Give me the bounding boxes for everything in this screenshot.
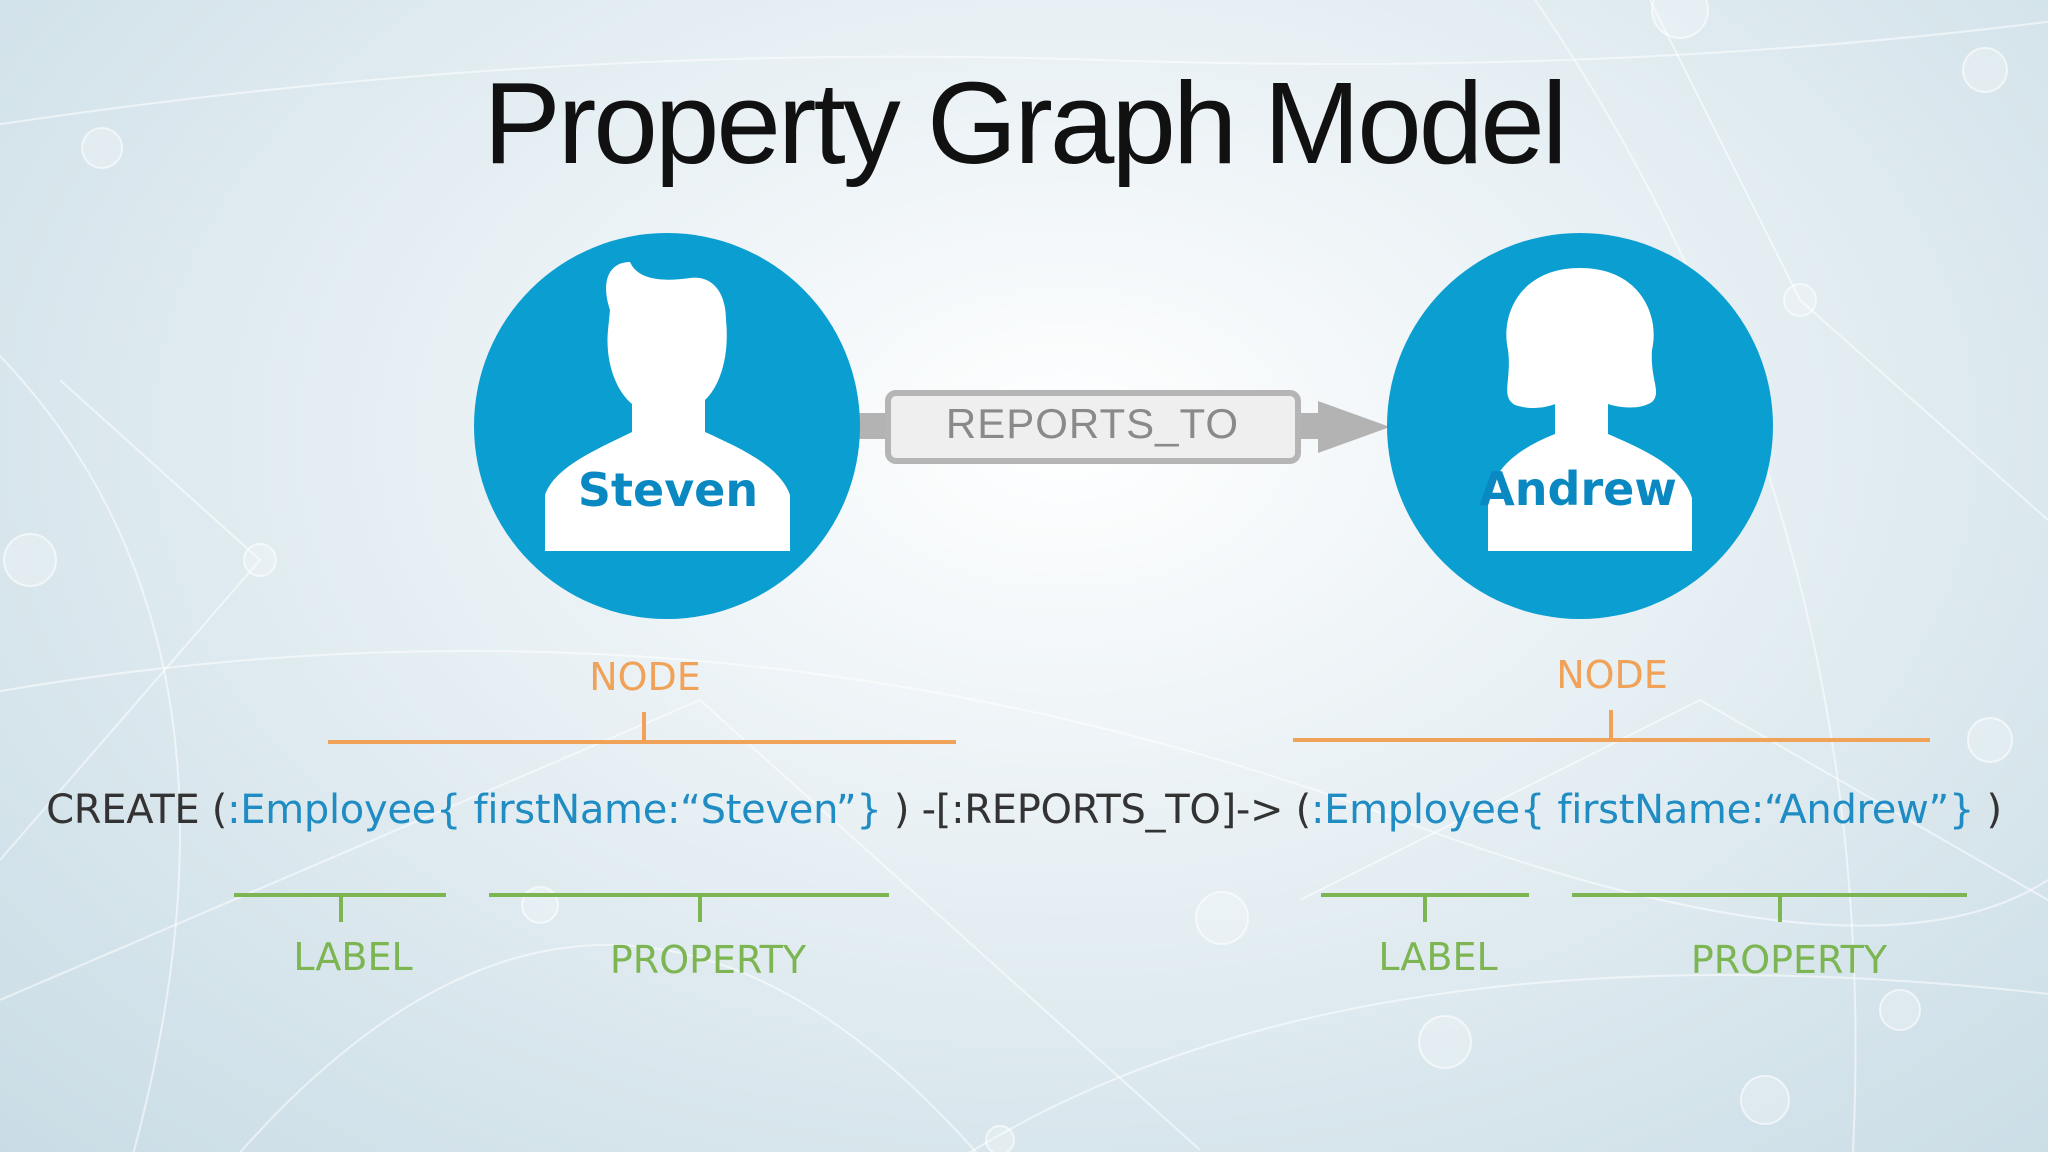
cypher-create-statement: CREATE (:Employee{ firstName:“Steven”} )… (0, 787, 2048, 833)
code-paren-close: ) (1974, 787, 2003, 833)
code-relationship: ) -[:REPORTS_TO]-> ( (881, 787, 1311, 833)
code-node1-label: :Employee (227, 787, 436, 833)
relationship-box (885, 390, 1301, 464)
node-annotation-right: NODE (1556, 653, 1668, 697)
person-silhouette-male-icon (545, 262, 790, 551)
relationship-label: REPORTS_TO (945, 400, 1240, 447)
label-annotation-right: LABEL (1378, 935, 1498, 979)
label-annotation-left: LABEL (293, 935, 413, 979)
slide-title: Property Graph Model (483, 58, 1567, 188)
node-steven-name: Steven (577, 463, 759, 517)
node-andrew (1387, 233, 1773, 619)
code-paren: ( (211, 787, 228, 833)
property-annotation-left: PROPERTY (609, 938, 807, 982)
property-annotation-right: PROPERTY (1690, 938, 1888, 982)
code-node1-property: { firstName:“Steven”} (435, 787, 882, 833)
code-node2-property: { firstName:“Andrew”} (1519, 787, 1975, 833)
code-keyword: CREATE (46, 787, 200, 833)
person-silhouette-female-icon (1488, 268, 1692, 551)
code-node2-label: :Employee (1310, 787, 1520, 833)
node-steven (474, 233, 860, 619)
node-andrew-name: Andrew (1479, 462, 1677, 516)
node-annotation-left: NODE (589, 655, 701, 699)
